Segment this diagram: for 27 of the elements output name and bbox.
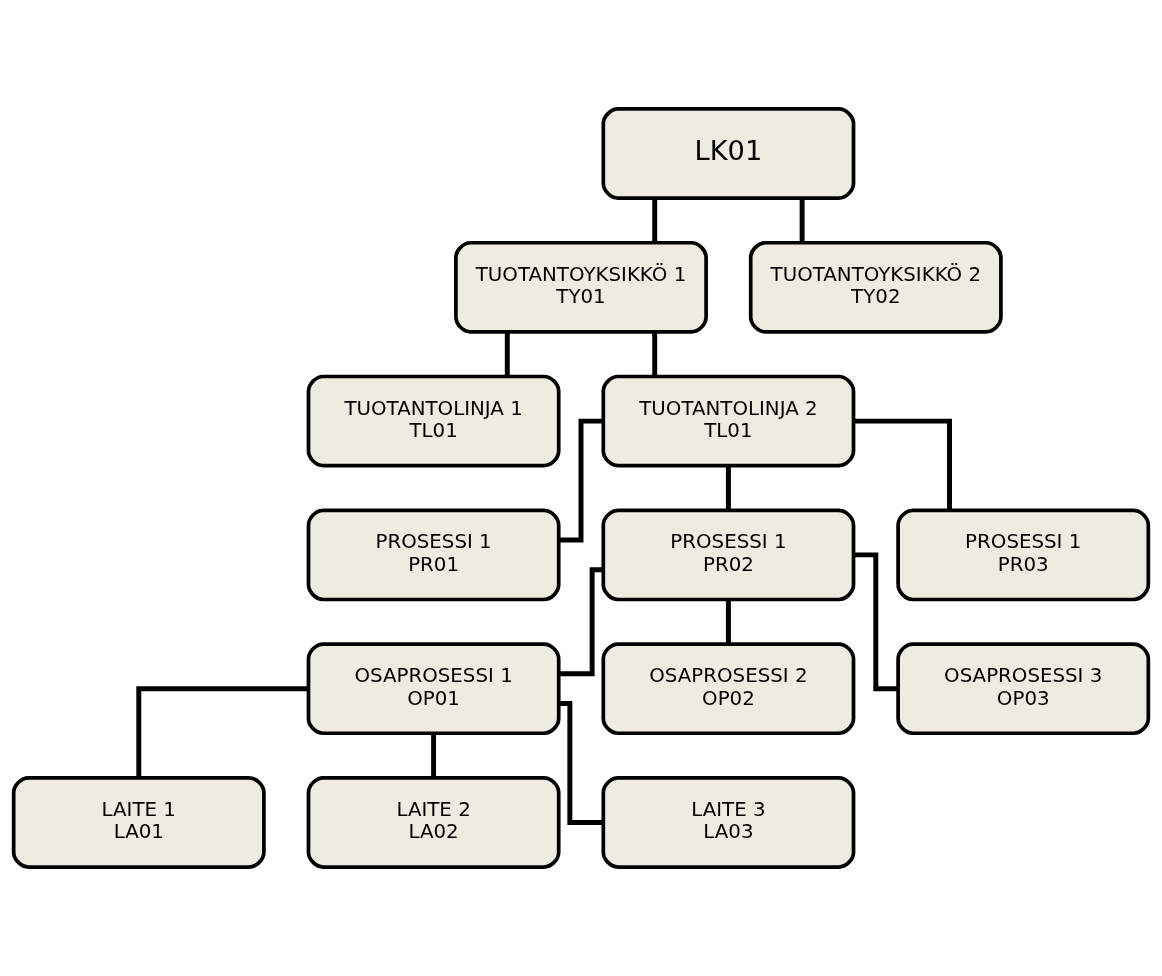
connector xyxy=(652,198,658,243)
node-box: TUOTANTOYKSIKKÖ 2 TY02 xyxy=(748,240,1003,334)
connector xyxy=(853,418,952,510)
connector xyxy=(431,733,437,778)
node-box: PROSESSI 1 PR02 xyxy=(601,508,856,602)
node-box: PROSESSI 1 PR01 xyxy=(306,508,561,602)
node-box: OSAPROSESSI 2 OP02 xyxy=(601,642,856,736)
connector xyxy=(799,198,805,243)
connector xyxy=(725,599,731,644)
node-box: TUOTANTOYKSIKKÖ 1 TY01 xyxy=(454,240,708,334)
connector xyxy=(853,552,898,692)
node-box: OSAPROSESSI 3 OP03 xyxy=(896,642,1151,736)
node-box: TUOTANTOLINJA 1 TL01 xyxy=(306,374,561,468)
connector xyxy=(558,418,604,543)
node-box: LK01 xyxy=(601,107,856,200)
connector xyxy=(136,686,309,778)
node-box: LAITE 1 LA01 xyxy=(11,776,266,869)
connector xyxy=(652,332,658,377)
node-box: OSAPROSESSI 1 OP01 xyxy=(306,642,561,736)
connector xyxy=(504,332,510,377)
connector xyxy=(725,466,731,510)
node-box: PROSESSI 1 PR03 xyxy=(896,508,1151,602)
connector xyxy=(558,567,603,677)
node-box: LAITE 3 LA03 xyxy=(601,776,856,869)
connector xyxy=(559,701,604,825)
node-box: LAITE 2 LA02 xyxy=(306,776,561,869)
node-box: TUOTANTOLINJA 2 TL01 xyxy=(601,374,856,468)
